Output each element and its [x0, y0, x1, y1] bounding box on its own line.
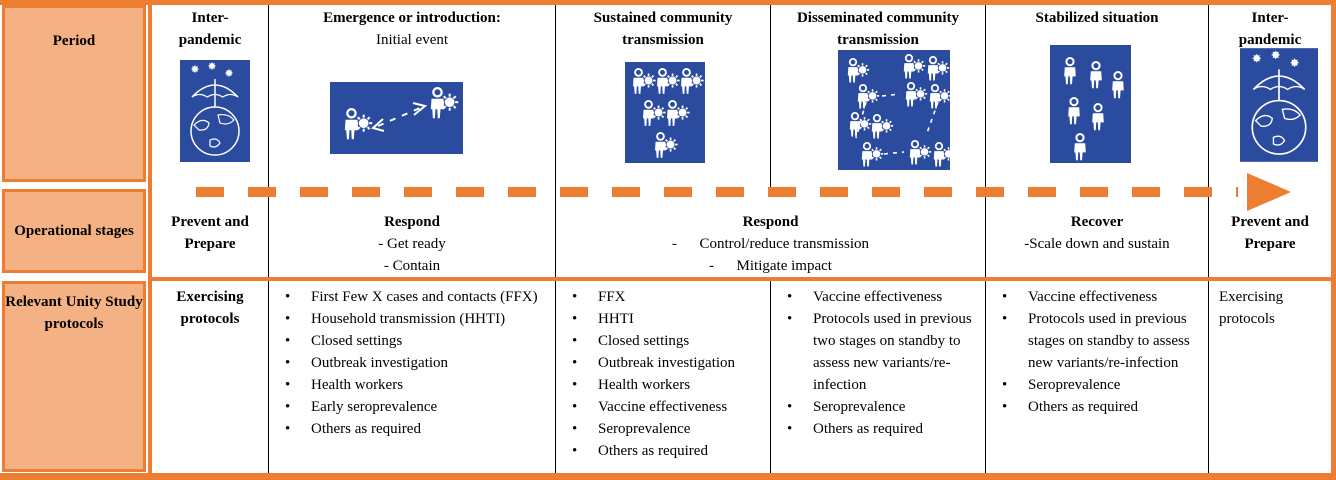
protocol-item: Seroprevalence: [986, 374, 1204, 396]
stage-title: Recover: [1070, 214, 1124, 230]
protocols-disseminated: Vaccine effectivenessProtocols used in p…: [771, 284, 985, 472]
protocol-item: Protocols used in previous stages on sta…: [986, 308, 1204, 374]
column-divider: [985, 5, 986, 277]
stage-respond-initial: Respond - Get ready - Contain: [269, 211, 555, 277]
frame-top: [0, 0, 1336, 5]
timeline-arrowhead-icon: [1247, 173, 1291, 211]
stage-title: Prevent and Prepare: [171, 214, 249, 252]
protocols-emergence: First Few X cases and contacts (FFX)Hous…: [269, 284, 555, 472]
period-header-stabilized: Stabilized situation: [986, 7, 1208, 29]
period-header-disseminated: Disseminated community transmission: [771, 7, 985, 51]
protocols-exercising-1: Exercising protocols: [152, 284, 268, 472]
protocol-item: Protocols used in previous two stages on…: [771, 308, 981, 396]
stage-recover: Recover -Scale down and sustain: [986, 211, 1208, 255]
umbrella-globe-virus-icon: [180, 60, 250, 162]
stabilized-population-icon: [1050, 45, 1131, 163]
period-subtitle: Initial event: [375, 32, 449, 48]
period-header-emergence: Emergence or introduction: Initial event: [269, 7, 555, 51]
disseminated-transmission-icon: [838, 50, 950, 170]
protocols-title: Exercising protocols: [176, 289, 244, 327]
period-header-interpandemic-2: Inter-pandemic: [1209, 7, 1331, 51]
row-label-operational-stages: Operational stages: [2, 189, 146, 273]
protocol-list: First Few X cases and contacts (FFX)Hous…: [269, 284, 555, 440]
row-label-protocols: Relevant Unity Study protocols: [2, 281, 146, 472]
period-title: Stabilized situation: [1035, 10, 1159, 26]
umbrella-globe-virus-icon: [1240, 48, 1318, 162]
row-divider: [148, 277, 1336, 281]
protocol-item: Early seroprevalence: [269, 396, 551, 418]
stage-title: Respond: [742, 214, 799, 230]
stage-prevent-prepare-2: Prevent and Prepare: [1209, 211, 1331, 255]
column-divider: [1208, 281, 1209, 473]
protocol-item: Vaccine effectiveness: [986, 286, 1204, 308]
person-to-person-transmission-icon: [330, 82, 463, 154]
stage-line: - Contain: [383, 258, 441, 274]
community-transmission-icon: [625, 62, 705, 163]
stage-title: Prevent and Prepare: [1231, 214, 1309, 252]
stage-line: - Mitigate impact: [709, 258, 832, 274]
column-divider: [770, 5, 771, 190]
protocols-exercising-2: Exercising protocols: [1209, 284, 1331, 472]
stage-line: - Control/reduce transmission: [671, 236, 870, 252]
protocol-list: Vaccine effectivenessProtocols used in p…: [986, 284, 1208, 418]
column-divider: [1208, 5, 1209, 277]
frame-bottom: [0, 473, 1336, 480]
protocol-item: Seroprevalence: [771, 396, 981, 418]
protocol-item: HHTI: [556, 308, 766, 330]
row-label-protocols-text: Relevant Unity Study protocols: [5, 294, 143, 332]
period-header-interpandemic-1: Inter-pandemic: [152, 7, 268, 51]
stage-line: - Get ready: [378, 236, 446, 252]
stage-title: Respond: [384, 214, 440, 230]
protocols-text: Exercising protocols: [1219, 289, 1284, 327]
protocol-item: Vaccine effectiveness: [771, 286, 981, 308]
period-title: Disseminated community transmission: [796, 10, 960, 48]
protocol-item: Others as required: [269, 418, 551, 440]
protocol-item: Outbreak investigation: [269, 352, 551, 374]
stage-prevent-prepare-1: Prevent and Prepare: [152, 211, 268, 255]
protocol-item: Others as required: [556, 440, 766, 462]
protocol-item: Health workers: [269, 374, 551, 396]
protocol-item: Outbreak investigation: [556, 352, 766, 374]
stage-respond-community: Respond - Control/reduce transmission - …: [556, 211, 985, 277]
protocol-list: Vaccine effectivenessProtocols used in p…: [771, 284, 985, 440]
protocol-item: Others as required: [986, 396, 1204, 418]
protocols-sustained: FFXHHTIClosed settingsOutbreak investiga…: [556, 284, 770, 472]
period-title: Inter-pandemic: [1238, 10, 1302, 48]
protocol-item: Health workers: [556, 374, 766, 396]
row-label-period: Period: [2, 5, 146, 182]
protocol-item: Closed settings: [269, 330, 551, 352]
frame-right: [1331, 0, 1336, 480]
protocol-item: Others as required: [771, 418, 981, 440]
protocol-item: Vaccine effectiveness: [556, 396, 766, 418]
protocol-item: Seroprevalence: [556, 418, 766, 440]
period-title: Inter-pandemic: [178, 10, 242, 48]
stage-line: -Scale down and sustain: [1024, 236, 1170, 252]
row-label-period-text: Period: [52, 33, 96, 49]
protocol-item: FFX: [556, 286, 766, 308]
period-title: Sustained community transmission: [593, 10, 733, 48]
protocol-item: Closed settings: [556, 330, 766, 352]
table-left-border: [148, 0, 152, 480]
period-header-sustained: Sustained community transmission: [556, 7, 770, 51]
row-label-operational-text: Operational stages: [14, 223, 134, 239]
timeline-dashed-arrow: [196, 187, 1238, 197]
column-divider: [555, 5, 556, 277]
column-divider: [268, 5, 269, 277]
protocol-list: FFXHHTIClosed settingsOutbreak investiga…: [556, 284, 770, 462]
protocol-item: First Few X cases and contacts (FFX): [269, 286, 551, 308]
protocols-stabilized: Vaccine effectivenessProtocols used in p…: [986, 284, 1208, 472]
period-title: Emergence or introduction:: [323, 10, 501, 26]
protocol-item: Household transmission (HHTI): [269, 308, 551, 330]
